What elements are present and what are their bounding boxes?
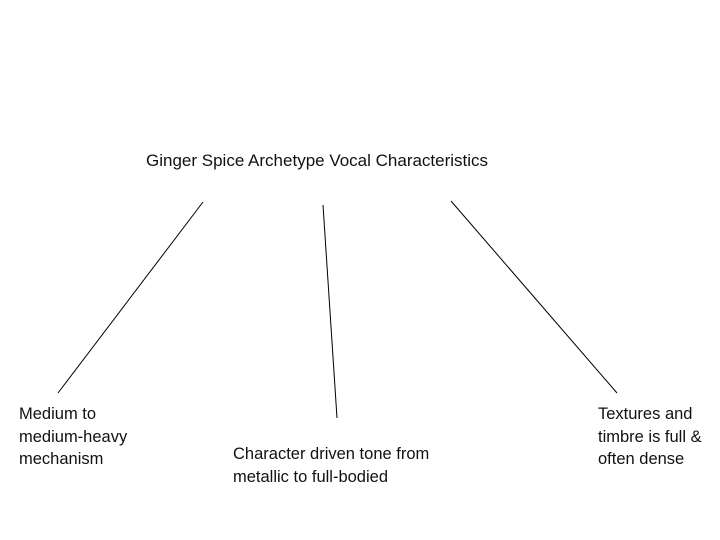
node-mechanism-line-3: mechanism: [19, 450, 104, 468]
connector-line-right: [450, 200, 618, 394]
node-texture: Textures and timbre is full & often dens…: [598, 403, 702, 471]
node-texture-line-3: often dense: [598, 450, 685, 468]
node-mechanism-line-1: Medium to: [19, 405, 97, 423]
node-tone-line-2: metallic to full-bodied: [233, 467, 388, 486]
node-tone-line-1: Character driven tone from: [233, 445, 430, 463]
connector-line-left: [57, 201, 204, 394]
node-texture-line-2: timbre is full &: [598, 427, 702, 446]
node-texture-line-1: Textures and: [598, 405, 693, 423]
diagram-title: Ginger Spice Archetype Vocal Characteris…: [146, 151, 489, 170]
node-tone: Character driven tone from metallic to f…: [233, 443, 429, 488]
node-mechanism: Medium to medium-heavy mechanism: [19, 403, 127, 471]
connector-line-middle: [322, 204, 338, 419]
node-mechanism-line-2: medium-heavy: [19, 427, 128, 446]
